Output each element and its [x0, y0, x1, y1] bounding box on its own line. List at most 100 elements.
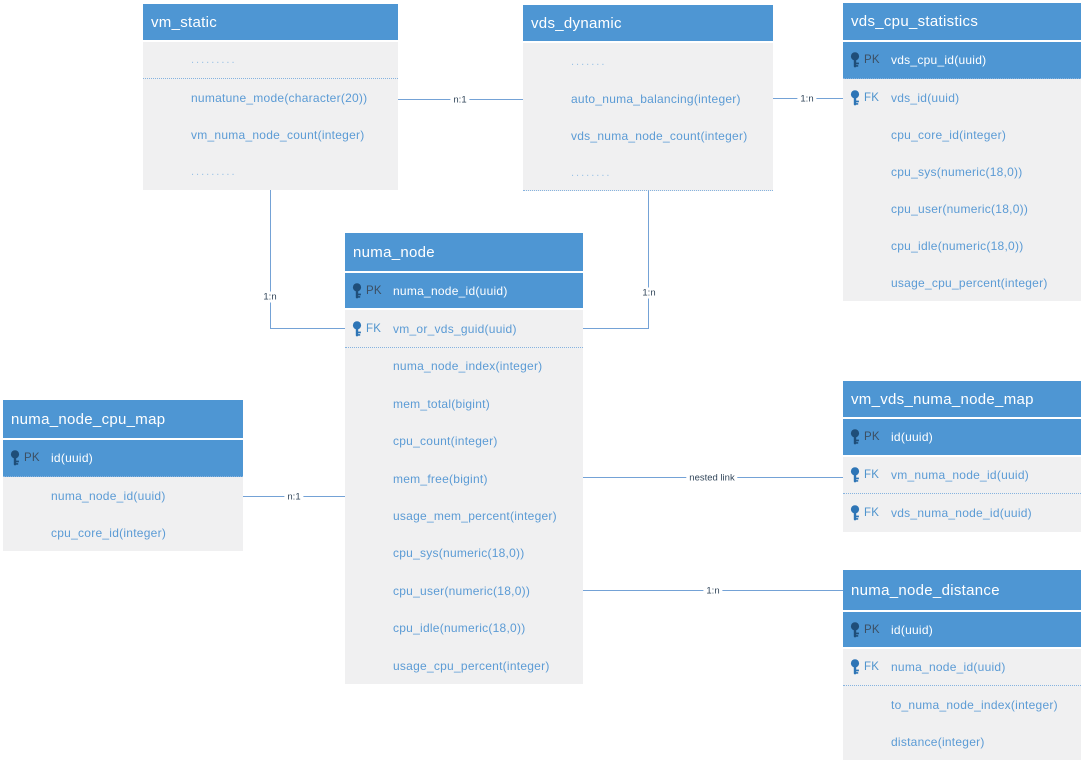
- pk-label: PK: [366, 284, 382, 297]
- table-header: vds_dynamic: [523, 5, 773, 43]
- primary-key-icon: [850, 428, 860, 445]
- column-name: vm_numa_node_count(integer): [191, 127, 365, 142]
- table-row: ........: [523, 154, 773, 191]
- column-name: cpu_idle(numeric(18,0)): [393, 621, 526, 636]
- column-name: cpu_core_id(integer): [51, 525, 167, 540]
- column-name: mem_free(bigint): [393, 471, 488, 486]
- column-name: to_numa_node_index(integer): [891, 697, 1058, 712]
- table-title: vds_cpu_statistics: [851, 13, 979, 30]
- column-name: vds_numa_node_id(uuid): [891, 505, 1032, 520]
- column-name: numa_node_id(uuid): [51, 488, 166, 503]
- pk-label: PK: [864, 54, 880, 66]
- omitted-columns-ellipsis: ........: [571, 166, 612, 179]
- column-name: cpu_idle(numeric(18,0)): [891, 238, 1024, 253]
- table-row: cpu_idle(numeric(18,0)): [843, 227, 1081, 264]
- primary-key-icon: [850, 621, 860, 638]
- table-title: vm_vds_numa_node_map: [851, 390, 1034, 408]
- fk-label: FK: [366, 322, 382, 335]
- table-header: vm_static: [143, 4, 398, 42]
- foreign-key-icon: [850, 659, 860, 675]
- table-row: usage_cpu_percent(integer): [345, 647, 583, 684]
- table-row: cpu_count(integer): [345, 423, 583, 460]
- table-title: numa_node_cpu_map: [11, 410, 166, 428]
- primary-key-icon: [352, 282, 362, 299]
- column-name: cpu_count(integer): [393, 434, 498, 449]
- table-row: cpu_core_id(integer): [843, 116, 1081, 153]
- connector-label-numa_node_cpu_map-to-numa_node: n:1: [284, 491, 304, 503]
- table-row: numa_node_index(integer): [345, 348, 583, 385]
- foreign-key-icon: [850, 466, 860, 483]
- connector-vm_static-to-numa_node[interactable]: [270, 328, 345, 330]
- connector-vm_static-to-numa_node[interactable]: [270, 190, 272, 329]
- table-row: cpu_sys(numeric(18,0)): [843, 153, 1081, 190]
- column-name: numa_node_id(uuid): [891, 660, 1006, 674]
- table-row: usage_mem_percent(integer): [345, 497, 583, 534]
- omitted-columns-ellipsis: .........: [191, 54, 237, 66]
- table-row: to_numa_node_index(integer): [843, 686, 1081, 723]
- table-header: numa_node: [345, 233, 583, 273]
- column-name: cpu_user(numeric(18,0)): [393, 583, 531, 598]
- table-header: vm_vds_numa_node_map: [843, 381, 1081, 419]
- column-name: vm_numa_node_id(uuid): [891, 467, 1029, 482]
- table-vm_static[interactable]: vm_static......... numatune_mode(characte…: [143, 4, 398, 190]
- table-row: mem_total(bigint): [345, 385, 583, 422]
- column-name: numa_node_index(integer): [393, 359, 543, 374]
- column-name: cpu_core_id(integer): [891, 127, 1007, 142]
- column-name: vds_numa_node_count(integer): [571, 128, 748, 143]
- column-name: id(uuid): [51, 451, 94, 465]
- omitted-columns-ellipsis: .........: [191, 165, 237, 178]
- table-row: FK numa_node_id(uuid): [843, 649, 1081, 686]
- column-name: usage_cpu_percent(integer): [393, 658, 550, 673]
- table-vds_dynamic[interactable]: vds_dynamic.......auto_numa_balancing(in…: [523, 5, 773, 191]
- connector-label-vm_static-to-vds_dynamic: n:1: [450, 94, 470, 106]
- table-header: numa_node_distance: [843, 570, 1081, 612]
- column-name: numa_node_id(uuid): [393, 283, 508, 298]
- pk-label: PK: [24, 452, 40, 464]
- connector-label-vm_static-to-numa_node: 1:n: [260, 291, 280, 303]
- table-row: usage_cpu_percent(integer): [843, 264, 1081, 301]
- table-row: cpu_idle(numeric(18,0)): [345, 610, 583, 647]
- pk-label: PK: [864, 623, 880, 636]
- connector-label-numa_node-to-numa_node_distance: 1:n: [703, 585, 723, 597]
- fk-label: FK: [864, 506, 880, 519]
- table-row: mem_free(bigint): [345, 460, 583, 497]
- column-name: distance(integer): [891, 734, 985, 749]
- table-row: PK numa_node_id(uuid): [345, 273, 583, 311]
- fk-label: FK: [864, 468, 880, 481]
- table-row: vm_numa_node_count(integer): [143, 116, 398, 153]
- table-title: vm_static: [151, 13, 218, 31]
- table-row: vds_numa_node_count(integer): [523, 117, 773, 154]
- dotted-bottom-border: [523, 190, 773, 191]
- table-row: numatune_mode(character(20)): [143, 79, 398, 116]
- column-name: id(uuid): [891, 622, 934, 637]
- table-row: FK vds_numa_node_id(uuid): [843, 494, 1081, 532]
- table-row: .........: [143, 42, 398, 79]
- omitted-columns-ellipsis: .......: [571, 55, 607, 68]
- connector-vds_dynamic-to-numa_node[interactable]: [583, 328, 649, 330]
- column-name: mem_total(bigint): [393, 396, 490, 411]
- table-title: numa_node_distance: [851, 581, 1000, 599]
- column-name: usage_cpu_percent(integer): [891, 275, 1048, 290]
- table-row: distance(integer): [843, 723, 1081, 760]
- primary-key-icon: [10, 450, 20, 466]
- column-name: id(uuid): [891, 429, 934, 444]
- table-row: cpu_core_id(integer): [3, 514, 243, 551]
- fk-label: FK: [864, 91, 880, 104]
- table-row: cpu_user(numeric(18,0)): [843, 190, 1081, 227]
- table-row: .........: [143, 153, 398, 190]
- column-name: cpu_user(numeric(18,0)): [891, 201, 1029, 216]
- connector-vds_dynamic-to-numa_node[interactable]: [648, 191, 650, 329]
- column-name: usage_mem_percent(integer): [393, 509, 557, 524]
- table-row: .......: [523, 43, 773, 80]
- connector-label-vds_dynamic-to-vds_cpu_statistics: 1:n: [797, 93, 817, 105]
- column-name: vds_id(uuid): [891, 90, 960, 105]
- table-title: vds_dynamic: [531, 14, 622, 32]
- foreign-key-icon: [850, 89, 860, 106]
- fk-label: FK: [864, 661, 880, 673]
